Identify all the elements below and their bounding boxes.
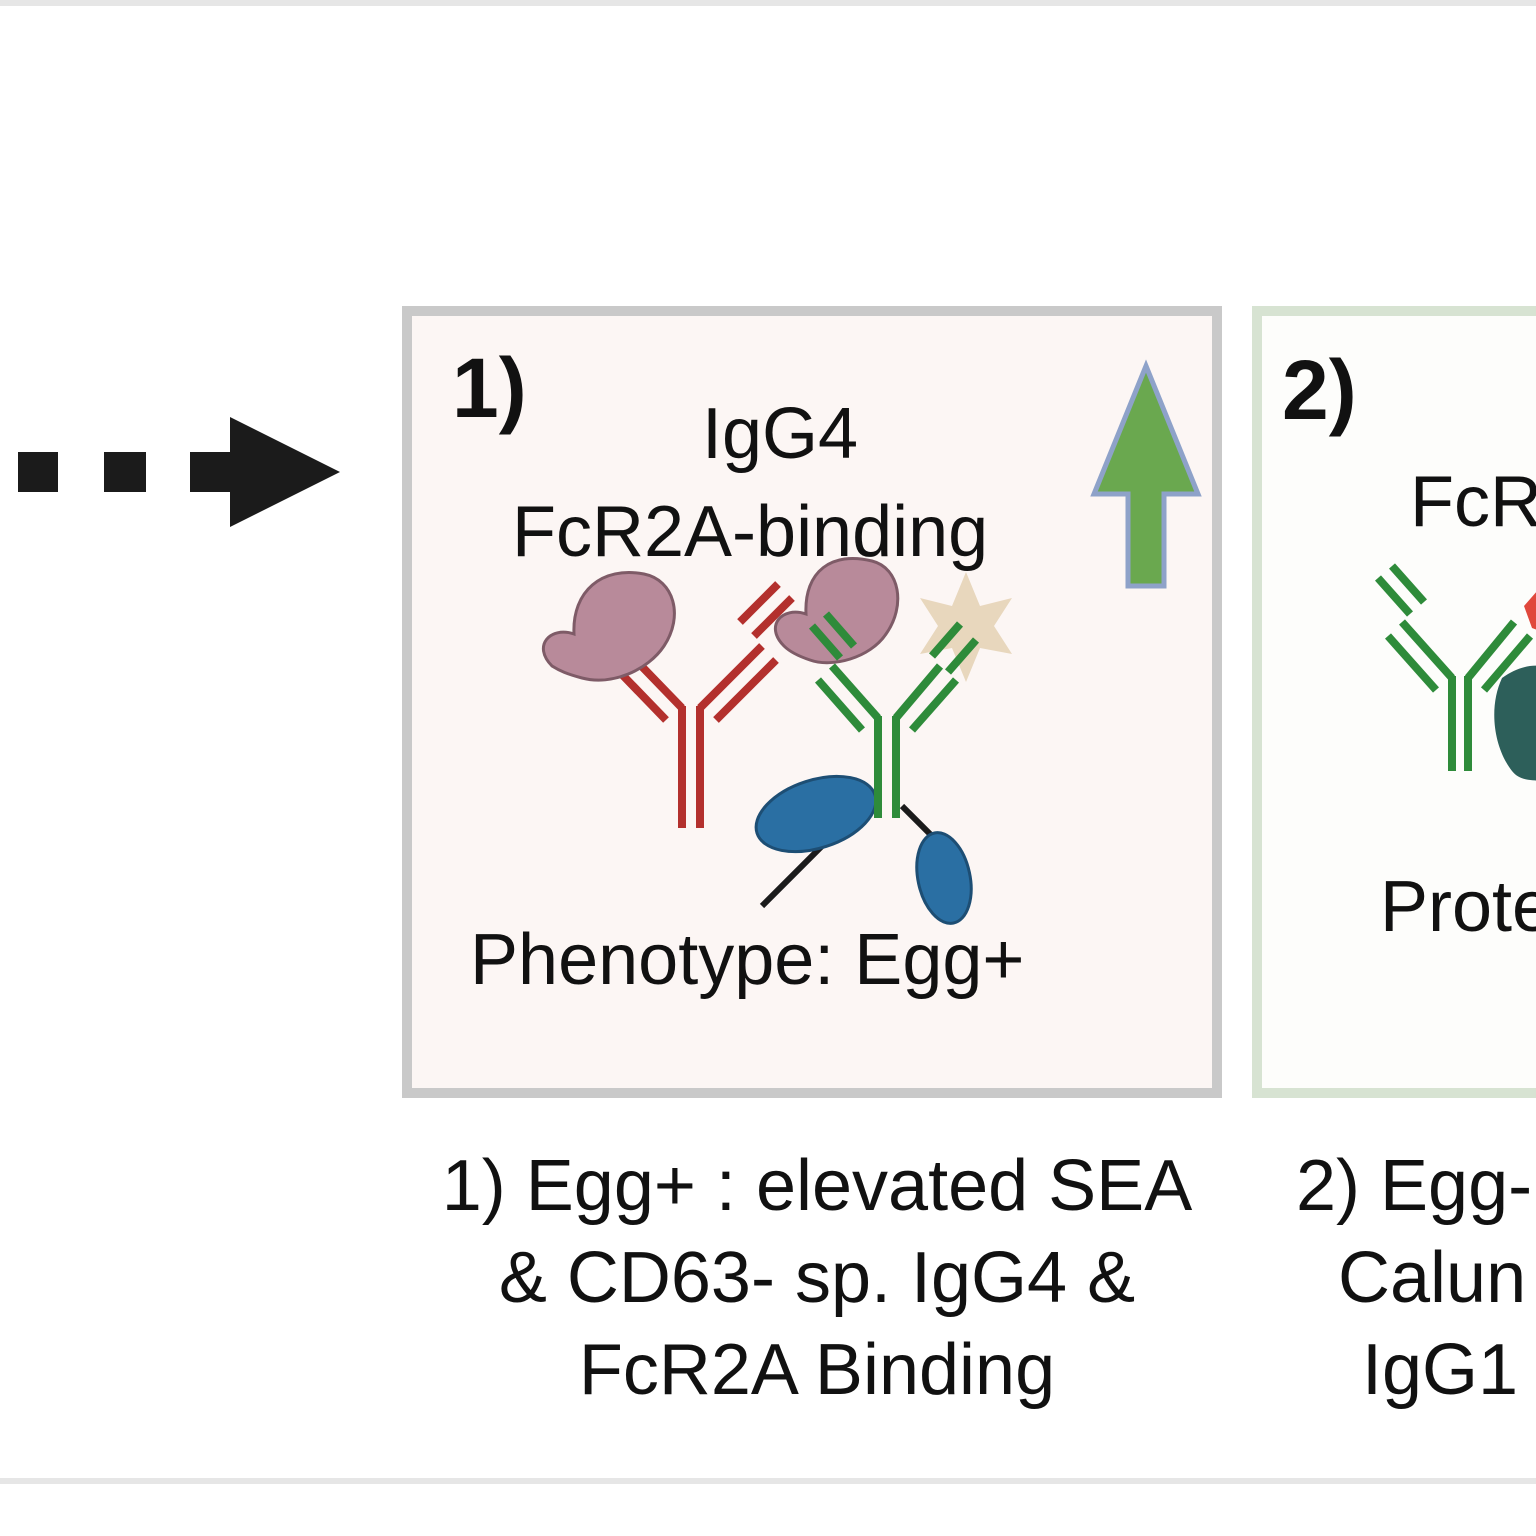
top-border — [0, 0, 1536, 6]
caption-line: IgG1 — [1362, 1330, 1519, 1410]
caption-line: Calun — [1338, 1238, 1527, 1318]
green-antibody-icon — [808, 611, 980, 818]
panel-number: 1) — [452, 341, 527, 435]
panel-1-illustration — [541, 359, 1202, 925]
bottom-border — [0, 1478, 1536, 1484]
caption-line: & CD63- sp. IgG4 & — [498, 1238, 1136, 1318]
panel-1-caption: 1) Egg+ : elevated SEA & CD63- sp. IgG4 … — [402, 1140, 1232, 1416]
caption-line: 2) Egg- — [1296, 1146, 1533, 1226]
panel-title-line-2: FcR2A-binding — [512, 492, 989, 572]
panel-number: 2) — [1282, 343, 1357, 437]
fc-receptor-icon — [754, 774, 973, 925]
phenotype-label-partial: Prote — [1380, 867, 1536, 947]
dashed-arrow-icon — [18, 417, 340, 527]
green-antibody-icon — [1375, 563, 1534, 771]
panel-title-partial: FcR — [1410, 462, 1536, 542]
fc-receptor-icon — [1494, 665, 1536, 781]
panel-2-caption: 2) Egg- Calun IgG1 — [1296, 1140, 1536, 1416]
star-icon — [920, 572, 1012, 682]
panel-egg-negative: 2) FcR Prote — [1252, 306, 1536, 1098]
caption-line: FcR2A Binding — [578, 1330, 1056, 1410]
phenotype-label: Phenotype: Egg+ — [470, 920, 1025, 1000]
up-arrow-icon — [1090, 359, 1202, 589]
panel-egg-positive: 1) IgG4 FcR2A-binding Phenotype: Egg+ — [402, 306, 1222, 1098]
caption-line: 1) Egg+ : elevated SEA — [441, 1146, 1193, 1226]
red-star-icon — [1524, 592, 1536, 630]
panel-2-illustration — [1375, 563, 1536, 781]
panel-title-line-1: IgG4 — [702, 394, 859, 474]
antigen-icon — [541, 556, 900, 682]
